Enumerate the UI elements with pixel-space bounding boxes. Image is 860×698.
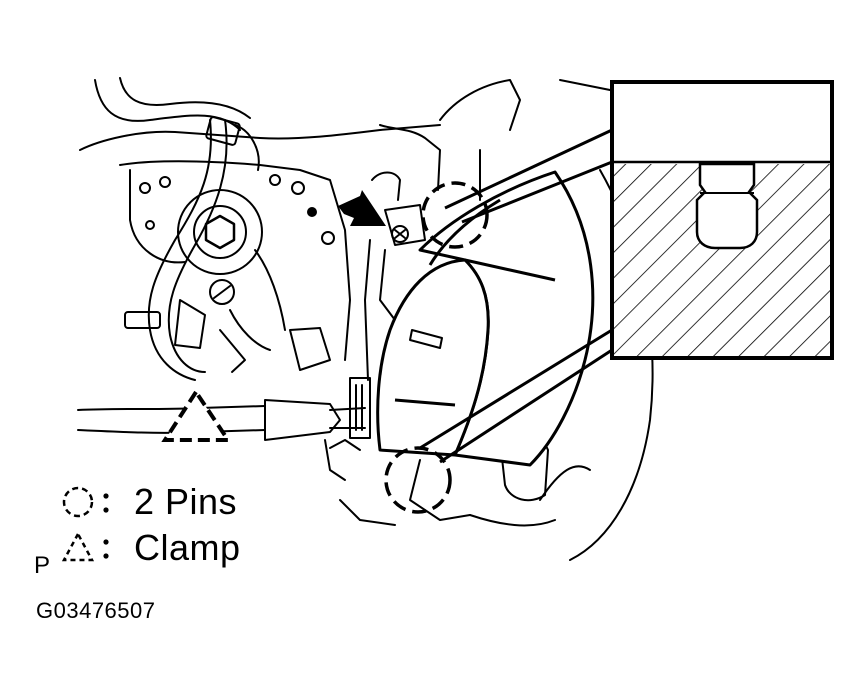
- figure-code: G03476507: [36, 598, 156, 623]
- legend-pins-label: 2 Pins: [134, 481, 238, 522]
- legend-clamp-label: Clamp: [134, 527, 241, 568]
- lower-pin-dashed-circle-icon: [384, 446, 452, 514]
- black-arrow-icon: [338, 190, 386, 226]
- dashed-circle-icon: [62, 486, 109, 518]
- upper-pin-dashed-circle-icon: [421, 181, 489, 249]
- steering-column-drawing: [77, 77, 654, 561]
- corner-letter: P: [34, 552, 51, 579]
- detail-inset: [610, 80, 834, 360]
- clamp-dashed-triangle-icon: [161, 388, 232, 442]
- pin-markers: [384, 181, 489, 514]
- legend-pins: 2 Pins: [58, 480, 237, 524]
- column-cover: [376, 170, 595, 467]
- dashed-triangle-icon: [61, 531, 109, 562]
- legend-clamp: Clamp: [58, 526, 241, 570]
